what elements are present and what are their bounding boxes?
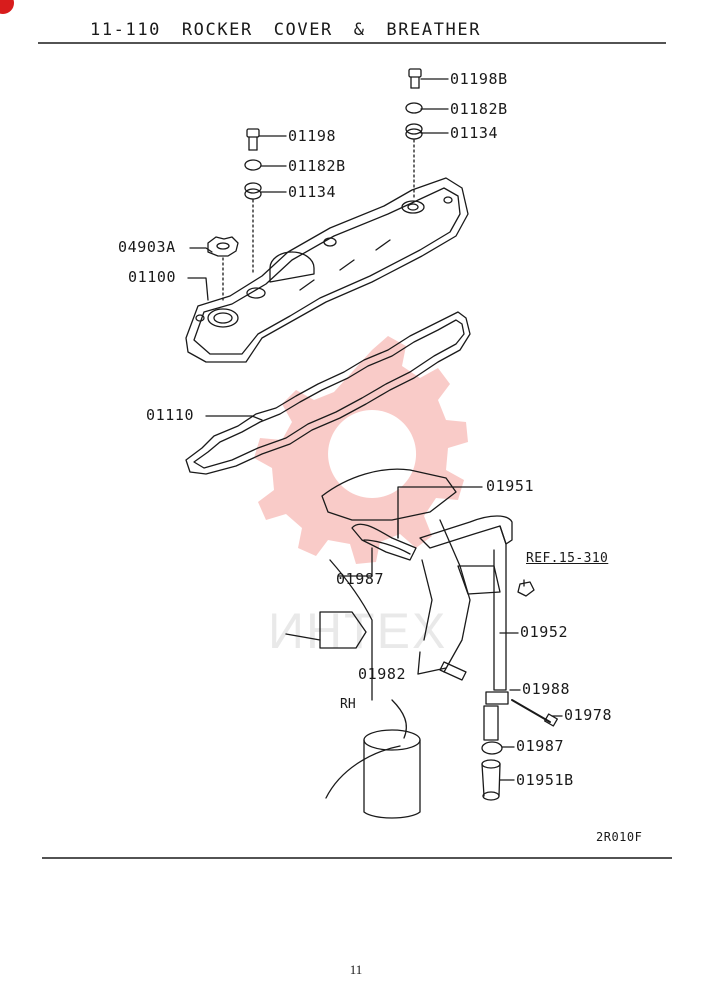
reference-label: REF.15-310 <box>526 551 609 566</box>
part-01100-label: 01100 <box>128 268 177 286</box>
part-01951-label: 01951 <box>486 477 535 495</box>
grommet-01134-drawing <box>244 182 262 200</box>
bolt-01198-drawing <box>246 128 260 151</box>
part-01110-label: 01110 <box>146 406 195 424</box>
part-01198b-label: 01198B <box>450 70 508 88</box>
part-01134-label: 01134 <box>288 183 337 201</box>
leader-lines <box>187 78 563 781</box>
grommet-01134-top-drawing <box>405 123 423 140</box>
washer-01182b-drawing <box>244 159 262 171</box>
part-04903a-label: 04903A <box>118 238 176 256</box>
page-number: 11 <box>349 962 363 977</box>
part-01988-label: 01988 <box>522 680 571 698</box>
filler-cap-04903a-drawing <box>207 236 239 257</box>
part-01952-label: 01952 <box>520 623 569 641</box>
bolt-01198b-drawing <box>408 68 422 89</box>
part-01982-label: 01982 <box>358 665 407 683</box>
gasket-01110-drawing <box>185 311 471 475</box>
part-01182b-label: 01182B <box>288 157 346 175</box>
rocker-cover-01100-drawing <box>185 177 469 363</box>
part-01951b-label: 01951B <box>516 771 574 789</box>
part-01198-label: 01198 <box>288 127 337 145</box>
clip-ref-drawing <box>517 581 535 597</box>
part-01182b-top-label: 01182B <box>450 100 508 118</box>
washer-01182b-top-drawing <box>405 102 423 114</box>
part-01987-lower-label: 01987 <box>516 737 565 755</box>
svg-text:ИНТЕХ: ИНТЕХ <box>268 603 447 659</box>
rh-side-label: RH <box>340 697 356 712</box>
corner-badge <box>0 0 14 14</box>
hose-01951b-drawing <box>481 759 501 801</box>
drawing-code: 2R010F <box>596 830 643 844</box>
watermark-text: ИНТЕХ <box>268 603 447 659</box>
clamp-01987-lower-drawing <box>481 741 503 755</box>
page-title: 11-110 ROCKER COVER & BREATHER <box>90 20 482 40</box>
part-01987-upper-label: 01987 <box>336 570 385 588</box>
watermark-gear-logo <box>254 336 468 564</box>
part-01134-top-label: 01134 <box>450 124 499 142</box>
part-01978-label: 01978 <box>564 706 613 724</box>
